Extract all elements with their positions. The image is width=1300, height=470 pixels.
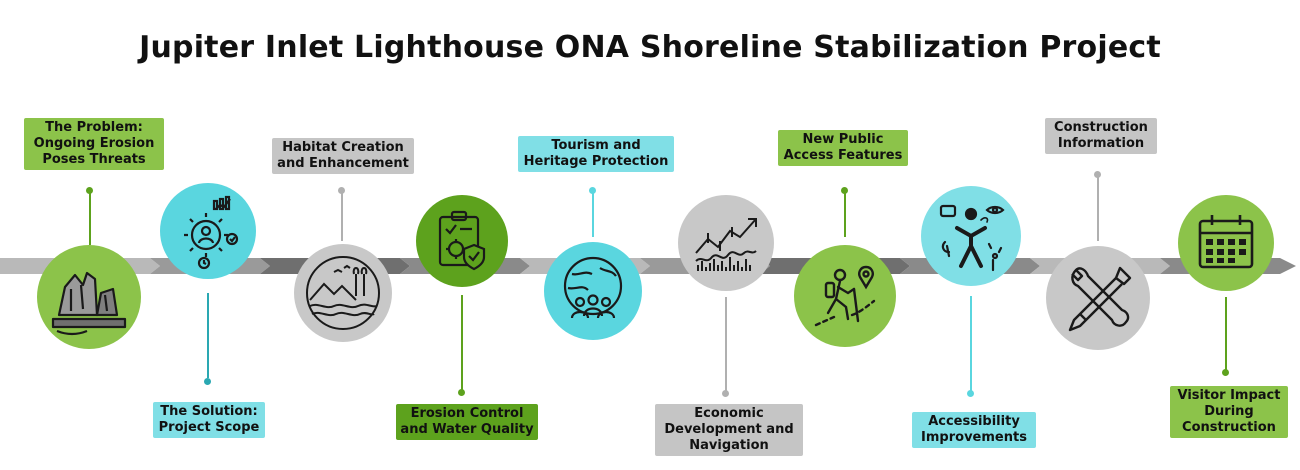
gear-user-cycle-icon <box>184 195 239 270</box>
calendar-icon <box>1198 215 1254 269</box>
globe-people-icon <box>563 256 623 319</box>
milestone-dot <box>338 187 345 194</box>
milestone-stem <box>725 297 727 391</box>
milestone-node-habitat <box>294 244 392 342</box>
milestone-dot <box>722 390 729 397</box>
hiker-pin-icon <box>814 265 876 327</box>
milestone-node-accessibility <box>921 186 1021 286</box>
milestone-dot <box>841 187 848 194</box>
milestone-node-solution <box>160 183 256 279</box>
milestone-dot <box>86 187 93 194</box>
page-title: Jupiter Inlet Lighthouse ONA Shoreline S… <box>139 30 1161 65</box>
milestone-dot <box>458 389 465 396</box>
milestone-dot <box>1222 369 1229 376</box>
rock-cliff-icon <box>51 271 127 336</box>
landscape-circle-icon <box>306 256 380 330</box>
milestone-stem <box>1097 177 1099 241</box>
milestone-label-solution: The Solution:Project Scope <box>153 402 265 438</box>
milestone-stem <box>970 296 972 392</box>
wrench-screwdriver-icon <box>1068 266 1132 332</box>
milestone-stem <box>89 193 91 245</box>
milestone-stem <box>844 193 846 237</box>
milestone-node-erosion <box>416 195 508 287</box>
milestone-node-construction-info <box>1046 246 1150 350</box>
milestone-stem <box>461 295 463 390</box>
milestone-node-economic <box>678 195 774 291</box>
milestone-node-public-access <box>794 245 896 347</box>
milestone-dot <box>967 390 974 397</box>
milestone-dot <box>589 187 596 194</box>
milestone-node-tourism <box>544 242 642 340</box>
milestone-stem <box>1225 297 1227 371</box>
clipboard-gear-shield-icon <box>438 210 486 271</box>
milestone-node-problem <box>37 245 141 349</box>
milestone-stem <box>341 193 343 241</box>
milestone-stem <box>592 193 594 237</box>
milestone-stem <box>207 293 209 378</box>
milestone-dot <box>1094 171 1101 178</box>
stock-chart-icon <box>695 218 757 271</box>
milestone-dot <box>204 378 211 385</box>
accessibility-figure-icon <box>939 204 1005 272</box>
milestone-node-visitor-impact <box>1178 195 1274 291</box>
